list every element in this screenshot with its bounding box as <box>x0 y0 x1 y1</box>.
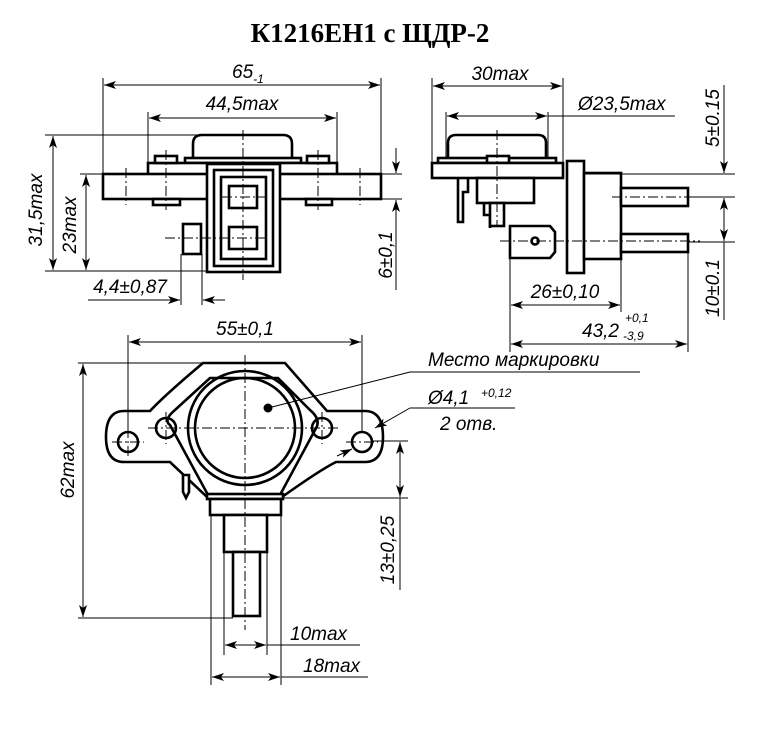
dim-overall-height-top: 62max <box>58 440 79 499</box>
top-pin <box>231 550 262 618</box>
dim-hole-spacing: 55±0,1 <box>216 319 274 340</box>
dim-terminal-offset: 4,4±0,87 <box>93 277 168 298</box>
hole-count-label: 2 отв. <box>439 414 497 435</box>
dim-base-width: 18max <box>303 656 362 677</box>
side-connector-body <box>582 171 623 261</box>
marking-place-label: Место маркировки <box>428 350 600 371</box>
front-view: 65-1 44,5max 31,5max 23max 4,4±0,87 6±0,… <box>26 62 402 305</box>
top-view: 55±0,1 62max 13±0,25 10max 18max Место м… <box>58 319 640 685</box>
dim-overall-width: 65-1 <box>232 62 264 86</box>
dim-cap-diameter: Ø23,5max <box>577 94 667 115</box>
pin-lower <box>619 232 690 254</box>
dim-total-length: 43,2 <box>582 321 619 342</box>
dim-pin-width: 10max <box>290 624 349 645</box>
dim-hole-to-base: 13±0,25 <box>378 515 399 584</box>
front-side-terminal <box>181 222 203 256</box>
hole-diameter-tolerance: +0,12 <box>481 386 512 400</box>
dim-flange-thickness: 6±0,1 <box>376 231 397 278</box>
drawing-title: К1216ЕН1 с ЩДР-2 <box>251 18 490 48</box>
dim-depth: 30max <box>471 64 530 85</box>
dim-pin-spacing: 10±0.1 <box>703 259 724 317</box>
hole-diameter-label: Ø4,1 <box>427 388 469 409</box>
dim-connector-length: 26±0,10 <box>530 282 600 303</box>
dim-total-length-upper-tol: +0,1 <box>625 311 649 325</box>
dim-overall-height: 31,5max <box>26 172 47 246</box>
side-view: 30max Ø23,5max 5±0.15 10±0.1 26±0,10 43,… <box>430 64 735 352</box>
dim-body-width: 44,5max <box>206 94 280 115</box>
dim-total-length-lower-tol: -3,9 <box>623 329 644 343</box>
front-connector-housing <box>205 162 282 274</box>
side-mount-flange <box>565 159 586 275</box>
dim-top-offset: 5±0.15 <box>703 89 724 147</box>
dim-height-to-flange: 23max <box>60 195 81 255</box>
